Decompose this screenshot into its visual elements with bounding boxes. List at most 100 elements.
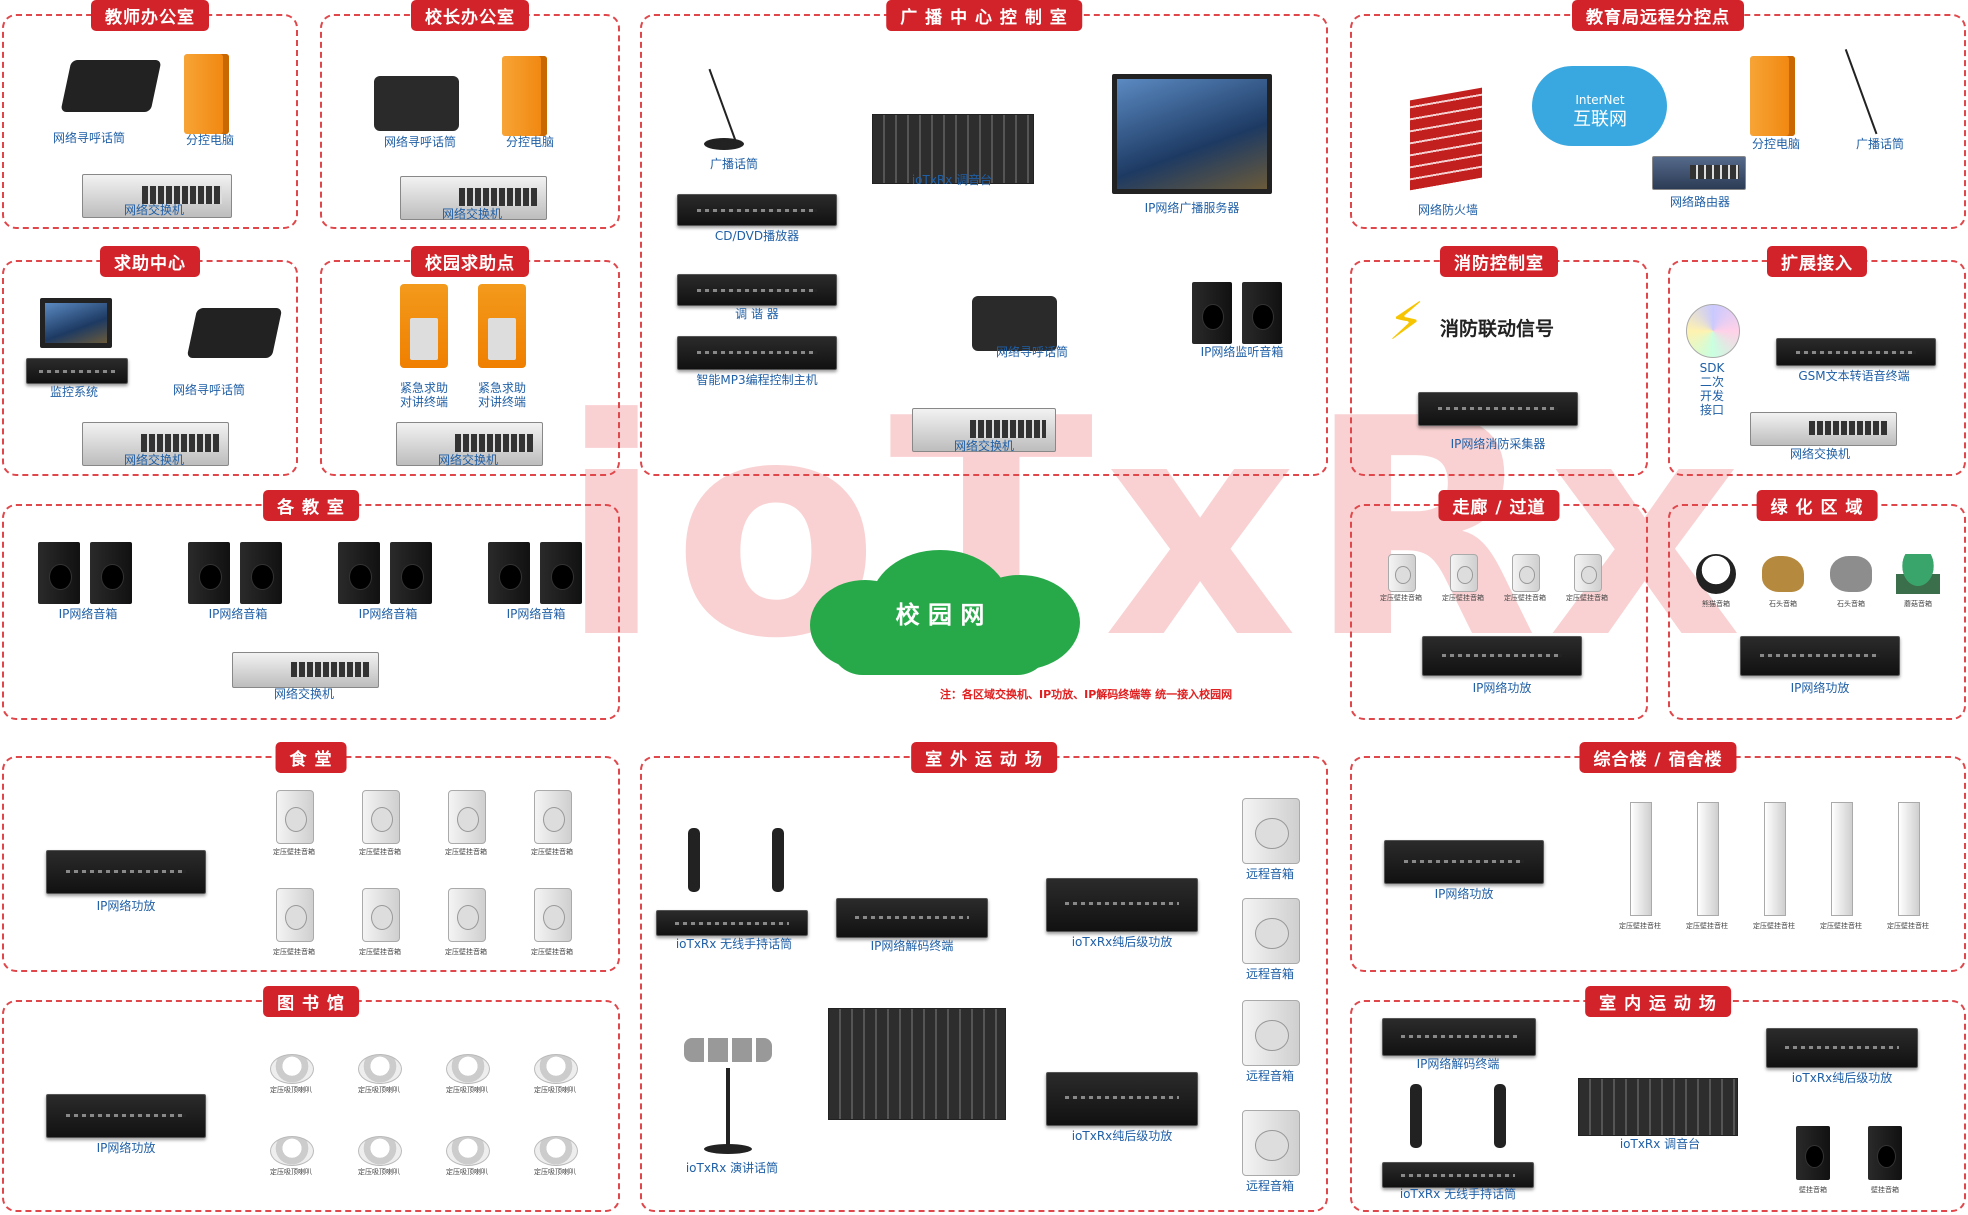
zone-title: 校园求助点 xyxy=(411,246,529,277)
handheld-mic-icon xyxy=(1410,1084,1422,1148)
device-label: 定压壁挂音柱 xyxy=(1686,922,1728,930)
device-label: 监控系统 xyxy=(49,385,99,399)
device-label: 网络交换机 xyxy=(123,203,185,217)
device-label: IP网络消防采集器 xyxy=(1450,437,1546,451)
paging-mic-icon xyxy=(972,296,1057,351)
device-label: ioTxRx 演讲话筒 xyxy=(685,1161,779,1175)
zone-title: 扩展接入 xyxy=(1767,246,1867,277)
device-label: IP网络解码终端 xyxy=(870,939,954,953)
zone-fire-control: 消防控制室 ⚡ 消防联动信号 IP网络消防采集器 xyxy=(1350,246,1648,476)
speaker-icon xyxy=(90,542,132,604)
panda-speaker-icon xyxy=(1696,554,1736,594)
gsm-terminal-icon xyxy=(1776,338,1936,366)
remote-speaker-icon xyxy=(1242,1110,1300,1176)
zone-complex-building: 综合楼 / 宿舍楼 IP网络功放 定压壁挂音柱 定压壁挂音柱 定压壁挂音柱 定压… xyxy=(1350,742,1966,972)
pc-icon xyxy=(184,54,229,134)
sdk-label: 二次 xyxy=(1699,375,1725,389)
remote-speaker-icon xyxy=(1242,798,1300,864)
podium-mic-icon xyxy=(678,1038,778,1158)
decoder-icon xyxy=(836,898,988,938)
switch-icon xyxy=(82,174,232,218)
device-label: 定压壁挂音箱 xyxy=(1380,594,1422,602)
device-label: 定压吸顶喇叭 xyxy=(446,1086,488,1094)
wall-speaker-icon xyxy=(362,888,400,942)
amplifier-icon xyxy=(1046,878,1198,932)
device-label: 网络交换机 xyxy=(273,687,335,701)
ceiling-speaker-icon xyxy=(358,1054,402,1084)
zone-library: 图 书 馆 IP网络功放 定压吸顶喇叭 定压吸顶喇叭 定压吸顶喇叭 定压吸顶喇叭… xyxy=(2,986,620,1212)
wall-speaker-icon xyxy=(276,888,314,942)
device-label: 网络寻呼话筒 xyxy=(172,383,246,397)
speaker-icon xyxy=(488,542,530,604)
device-label: ioTxRx纯后级功放 xyxy=(1071,935,1173,949)
device-label: 定压壁挂音箱 xyxy=(1504,594,1546,602)
wireless-receiver-icon xyxy=(1382,1162,1534,1188)
zone-help-center: 求助中心 监控系统 网络寻呼话筒 网络交换机 xyxy=(2,246,298,476)
internet-cloud-icon xyxy=(1532,66,1667,146)
device-label: IP网络功放 xyxy=(1434,887,1494,901)
help-terminal-icon xyxy=(400,284,448,368)
device-label: 网络交换机 xyxy=(123,453,185,467)
device-label: 定压壁挂音柱 xyxy=(1887,922,1929,930)
zone-corridor: 走廊 / 过道 定压壁挂音箱 定压壁挂音箱 定压壁挂音箱 定压壁挂音箱 IP网络… xyxy=(1350,490,1648,720)
device-label: 定压吸顶喇叭 xyxy=(270,1168,312,1176)
device-label: 定压壁挂音箱 xyxy=(359,948,401,956)
handheld-mic-icon xyxy=(1494,1084,1506,1148)
zone-principal-office: 校长办公室 网络寻呼话筒 分控电脑 网络交换机 xyxy=(320,0,620,229)
device-label: 定压壁挂音柱 xyxy=(1753,922,1795,930)
device-label: 石头音箱 xyxy=(1769,600,1797,608)
ceiling-speaker-icon xyxy=(446,1136,490,1166)
device-label: 智能MP3编程控制主机 xyxy=(696,373,818,387)
ceiling-speaker-icon xyxy=(446,1054,490,1084)
ceiling-speaker-icon xyxy=(534,1054,578,1084)
device-label: IP网络监听音箱 xyxy=(1200,345,1284,359)
wall-speaker-icon xyxy=(448,888,486,942)
fire-collector-icon xyxy=(1418,392,1578,426)
device-label: IP网络功放 xyxy=(96,899,156,913)
device-label: 定压壁挂音柱 xyxy=(1619,922,1661,930)
watermark: ioTxRx xyxy=(560,355,1752,704)
device-label: 定压壁挂音箱 xyxy=(445,848,487,856)
zone-title: 室 内 运 动 场 xyxy=(1585,986,1731,1017)
dvr-icon xyxy=(26,358,128,384)
device-label: ioTxRx 调音台 xyxy=(1619,1137,1701,1151)
tuner-icon xyxy=(677,274,837,306)
speaker-icon xyxy=(338,542,380,604)
switch-icon xyxy=(396,422,543,466)
device-label: 分控电脑 xyxy=(1751,137,1801,151)
device-label: 远程音箱 xyxy=(1245,867,1295,881)
zone-green-area: 绿 化 区 域 熊猫音箱 石头音箱 石头音箱 蘑菇音箱 IP网络功放 xyxy=(1668,490,1966,720)
device-label: IP网络解码终端 xyxy=(1416,1057,1500,1071)
wall-speaker-icon xyxy=(1512,554,1540,592)
device-label: ioTxRx 无线手持话筒 xyxy=(675,937,793,951)
device-label: 网络交换机 xyxy=(953,439,1015,453)
mushroom-speaker-icon xyxy=(1896,554,1940,594)
mp3-controller-icon xyxy=(677,336,837,370)
device-label: 熊猫音箱 xyxy=(1702,600,1730,608)
microphone-icon xyxy=(708,67,742,145)
handheld-mic-icon xyxy=(688,828,700,892)
wall-speaker-icon xyxy=(448,790,486,844)
cd-player-icon xyxy=(677,194,837,226)
device-label: 壁挂音箱 xyxy=(1871,1186,1899,1194)
zone-extension: 扩展接入 SDK 二次 开发 接口 GSM文本转语音终端 网络交换机 xyxy=(1668,246,1966,476)
amplifier-icon xyxy=(46,850,206,894)
device-label: 紧急求助 xyxy=(399,381,449,395)
device-label: 定压壁挂音箱 xyxy=(531,948,573,956)
microphone-icon xyxy=(1844,47,1882,135)
device-label: 定压吸顶喇叭 xyxy=(534,1168,576,1176)
firewall-icon xyxy=(1410,87,1482,191)
zone-edu-bureau: 教育局远程分控点 InterNet 互联网 分控电脑 广播话筒 网络防火墙 网络… xyxy=(1350,0,1966,229)
ceiling-speaker-icon xyxy=(534,1136,578,1166)
speaker-icon xyxy=(390,542,432,604)
paging-mic-icon xyxy=(374,76,459,131)
device-label: ioTxRx纯后级功放 xyxy=(1071,1129,1173,1143)
center-note: 注：各区域交换机、IP功放、IP解码终端等 统一接入校园网 xyxy=(940,688,1233,701)
device-label: CD/DVD播放器 xyxy=(714,229,800,243)
device-label: 网络寻呼话筒 xyxy=(383,135,457,149)
device-label: 分控电脑 xyxy=(505,135,555,149)
switch-icon xyxy=(82,422,229,466)
zone-control-room: 广 播 中 心 控 制 室 广播话筒 ioTxRx 调音台 IP网络广播服务器 … xyxy=(640,0,1328,476)
lightning-icon: ⚡ xyxy=(1388,292,1425,352)
sdk-label: SDK xyxy=(1699,361,1725,375)
